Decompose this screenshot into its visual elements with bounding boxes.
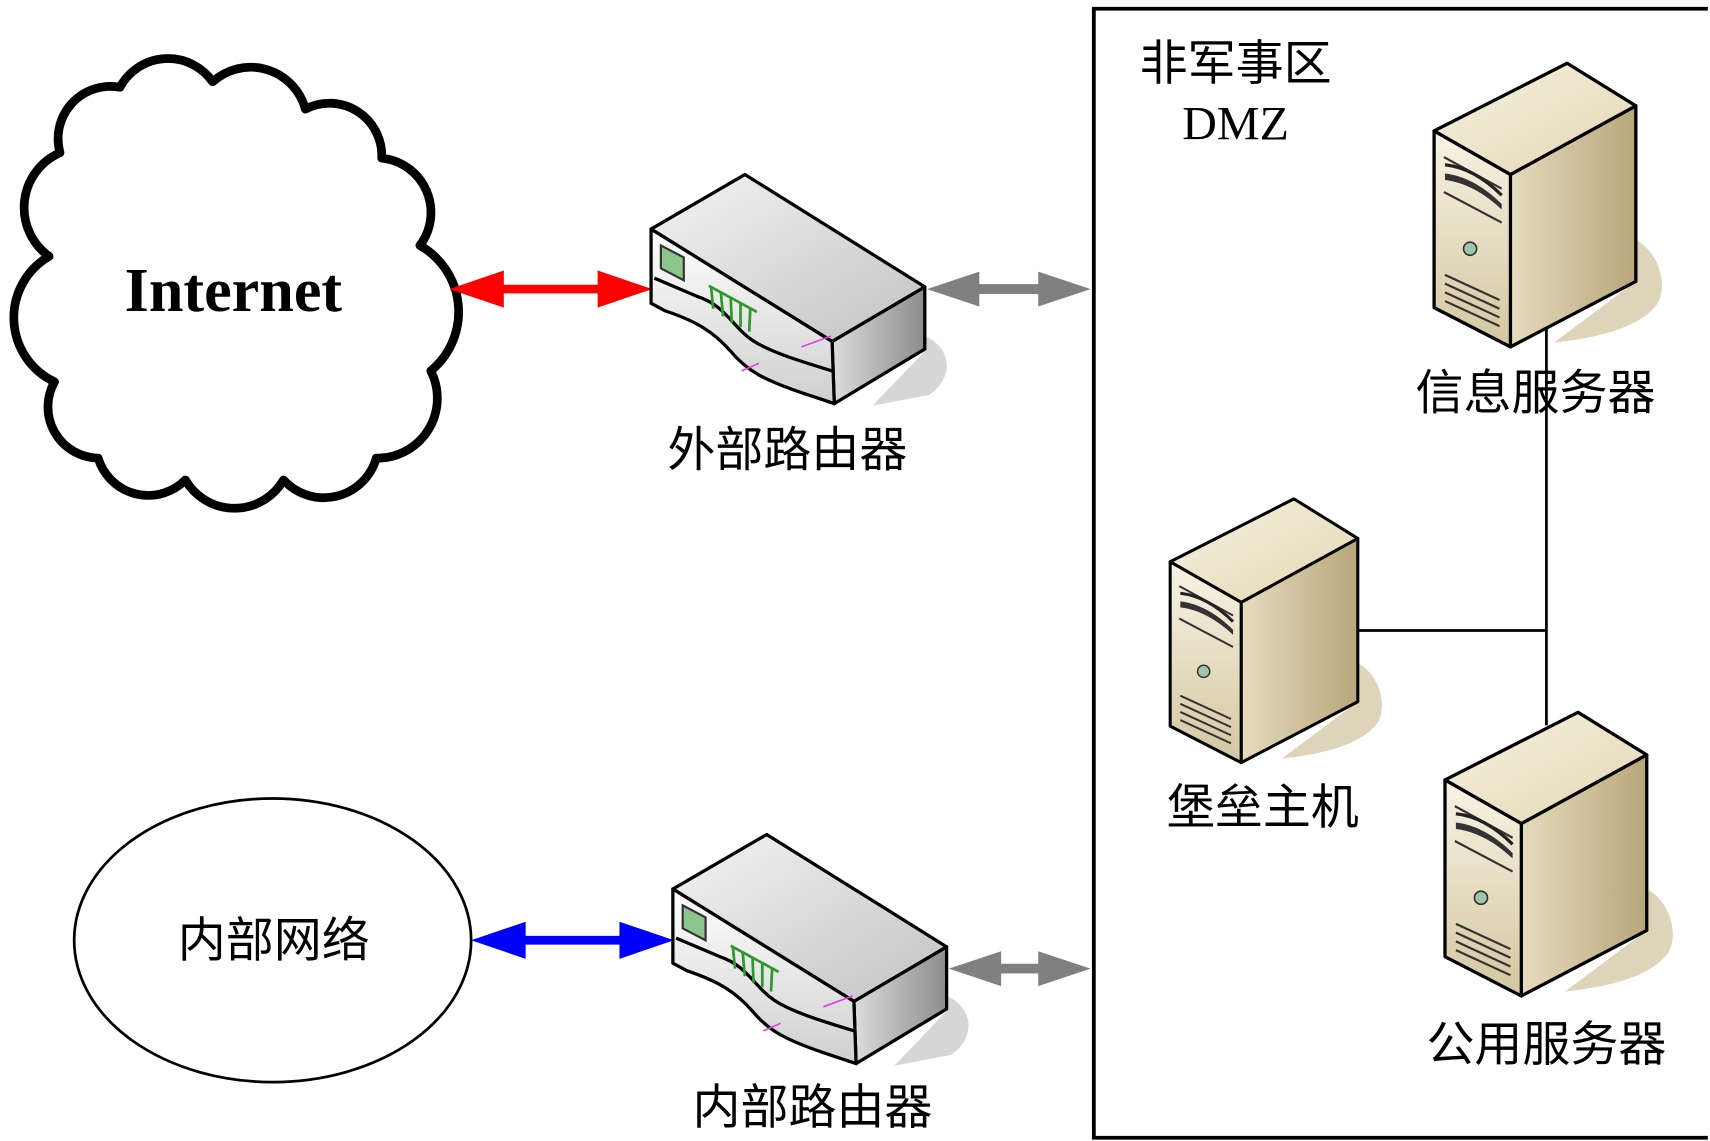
external-router-icon — [649, 172, 949, 408]
dmz-abbreviation: DMZ — [1182, 98, 1289, 151]
dmz-boundary — [1091, 6, 1708, 1140]
internet-label: Internet — [125, 257, 343, 325]
public-server-icon — [1443, 710, 1675, 998]
dmz-title: 非军事区 — [1140, 38, 1332, 91]
internet-link-arrow — [449, 270, 653, 308]
internal-link-arrow — [471, 921, 674, 959]
external-router-label: 外部路由器 — [667, 424, 907, 477]
internal-router-icon — [671, 832, 971, 1068]
info-server-icon — [1432, 61, 1664, 349]
internet-cloud-icon — [9, 54, 463, 513]
public-server-label: 公用服务器 — [1426, 1018, 1666, 1071]
internal-router-dmz-arrow — [948, 951, 1091, 987]
bastion-host-label: 堡垒主机 — [1167, 782, 1359, 835]
bastion-host-icon — [1168, 497, 1384, 765]
external-router-dmz-arrow — [926, 271, 1091, 307]
internal-network-label: 内部网络 — [178, 915, 370, 968]
info-server-label: 信息服务器 — [1416, 367, 1656, 420]
internal-router-label: 内部路由器 — [693, 1082, 933, 1135]
